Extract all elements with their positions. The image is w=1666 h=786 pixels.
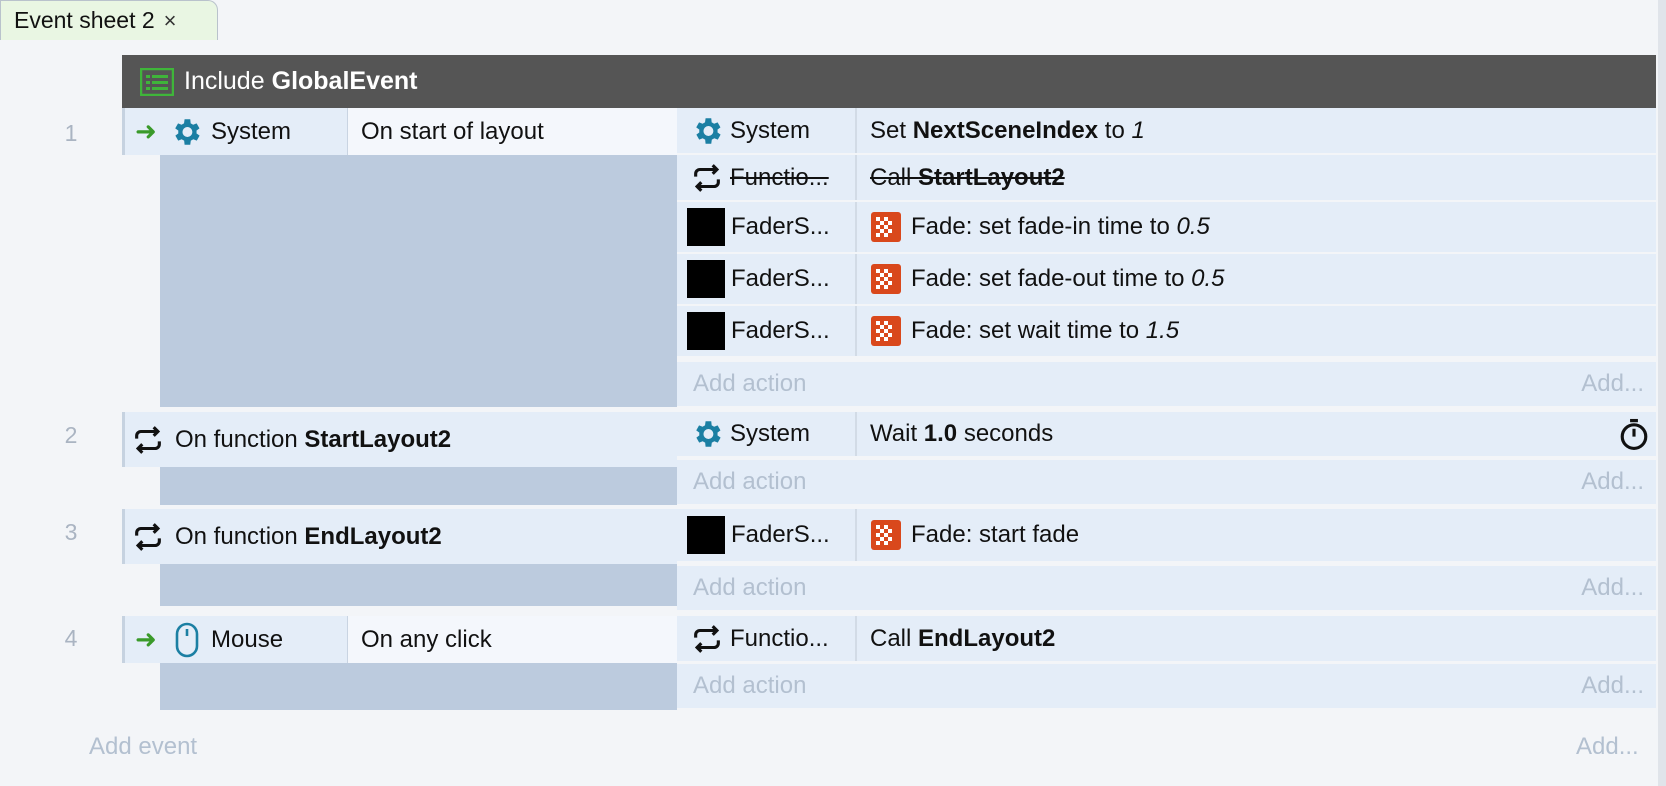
action-text: Fade: set fade-out time to 0.5 — [911, 265, 1225, 292]
action-row[interactable]: FaderS... Fade: set fade-in time to 0.5 — [677, 202, 1656, 254]
add-more-link[interactable]: Add... — [1581, 468, 1644, 495]
gear-icon — [690, 114, 724, 148]
action-object: System — [730, 420, 811, 447]
action-object: FaderS... — [731, 521, 830, 548]
fade-behavior-icon — [870, 519, 902, 551]
function-arrows-icon — [690, 161, 724, 195]
function-arrows-icon — [131, 520, 165, 554]
condition-text: On any click — [347, 616, 677, 663]
add-action-row[interactable]: Add action Add... — [677, 362, 1656, 406]
fade-behavior-icon — [870, 315, 902, 347]
include-name: GlobalEvent — [271, 67, 418, 95]
event-4-condition[interactable]: ➜ Mouse On any click — [122, 616, 677, 663]
action-row[interactable]: System Wait 1.0 seconds — [677, 412, 1656, 458]
action-text: Fade: set wait time to 1.5 — [911, 317, 1180, 344]
fader-sprite-thumbnail — [687, 516, 725, 554]
gear-icon — [690, 417, 724, 451]
action-row[interactable]: FaderS... Fade: set wait time to 1.5 — [677, 306, 1656, 358]
action-row[interactable]: Functio... Call EndLayout2 — [677, 616, 1656, 663]
gear-icon — [169, 115, 203, 149]
event-1-block — [160, 108, 677, 407]
condition-text: On function EndLayout2 — [175, 522, 442, 550]
include-label: Include — [184, 67, 265, 95]
include-row[interactable]: Include GlobalEvent — [122, 55, 1656, 108]
condition-object: System — [211, 117, 292, 145]
add-action-link[interactable]: Add action — [693, 468, 807, 495]
fader-sprite-thumbnail — [687, 208, 725, 246]
event-number: 4 — [64, 625, 78, 651]
tab-title: Event sheet 2 — [14, 7, 155, 33]
add-action-link[interactable]: Add action — [693, 672, 807, 699]
action-row-disabled[interactable]: Functio... Call StartLayout2 — [677, 155, 1656, 202]
add-action-link[interactable]: Add action — [693, 370, 807, 397]
action-row[interactable]: System Set NextSceneIndex to 1 — [677, 108, 1656, 155]
fade-behavior-icon — [870, 263, 902, 295]
action-text: Call StartLayout2 — [870, 163, 1065, 191]
action-object: FaderS... — [731, 317, 830, 344]
tab-event-sheet-2[interactable]: Event sheet 2 × — [0, 0, 218, 40]
function-arrows-icon — [690, 622, 724, 656]
event-2-condition[interactable]: On function StartLayout2 — [122, 412, 677, 467]
vertical-scrollbar[interactable] — [1658, 0, 1666, 786]
add-more-event-link[interactable]: Add... — [1576, 733, 1639, 760]
action-text: Fade: start fade — [911, 521, 1080, 548]
mouse-icon — [175, 622, 199, 658]
fader-sprite-thumbnail — [687, 312, 725, 350]
add-action-row[interactable]: Add action Add... — [677, 566, 1656, 610]
action-row[interactable]: FaderS... Fade: start fade — [677, 509, 1656, 563]
event-3-condition[interactable]: On function EndLayout2 — [122, 509, 677, 564]
add-action-row[interactable]: Add action Add... — [677, 664, 1656, 708]
function-arrows-icon — [131, 423, 165, 457]
action-object: System — [730, 116, 811, 144]
action-object: FaderS... — [731, 265, 830, 292]
fade-behavior-icon — [870, 211, 902, 243]
add-more-link[interactable]: Add... — [1581, 574, 1644, 601]
add-more-link[interactable]: Add... — [1581, 672, 1644, 699]
event-number: 2 — [64, 422, 78, 448]
action-text: Call EndLayout2 — [870, 624, 1056, 652]
condition-text: On function StartLayout2 — [175, 425, 452, 453]
condition-text: On start of layout — [347, 108, 677, 155]
include-list-icon — [140, 67, 174, 96]
stopwatch-icon — [1618, 417, 1650, 451]
action-object: FaderS... — [731, 213, 830, 240]
event-1-condition[interactable]: ➜ System On start of layout — [122, 108, 677, 155]
event-number: 1 — [64, 120, 78, 146]
trigger-arrow-icon: ➜ — [135, 624, 157, 654]
action-text: Wait 1.0 seconds — [870, 420, 1054, 447]
add-action-row[interactable]: Add action Add... — [677, 460, 1656, 504]
action-row[interactable]: FaderS... Fade: set fade-out time to 0.5 — [677, 254, 1656, 306]
add-more-link[interactable]: Add... — [1581, 370, 1644, 397]
condition-object: Mouse — [211, 625, 284, 653]
add-event-link[interactable]: Add event — [89, 733, 198, 760]
event-number: 3 — [64, 519, 78, 545]
action-text: Set NextSceneIndex to 1 — [870, 116, 1145, 144]
action-text: Fade: set fade-in time to 0.5 — [911, 213, 1210, 240]
action-object: Functio... — [730, 163, 829, 191]
add-action-link[interactable]: Add action — [693, 574, 807, 601]
fader-sprite-thumbnail — [687, 260, 725, 298]
close-icon[interactable]: × — [163, 7, 177, 33]
action-object: Functio... — [730, 624, 829, 652]
trigger-arrow-icon: ➜ — [135, 116, 157, 146]
